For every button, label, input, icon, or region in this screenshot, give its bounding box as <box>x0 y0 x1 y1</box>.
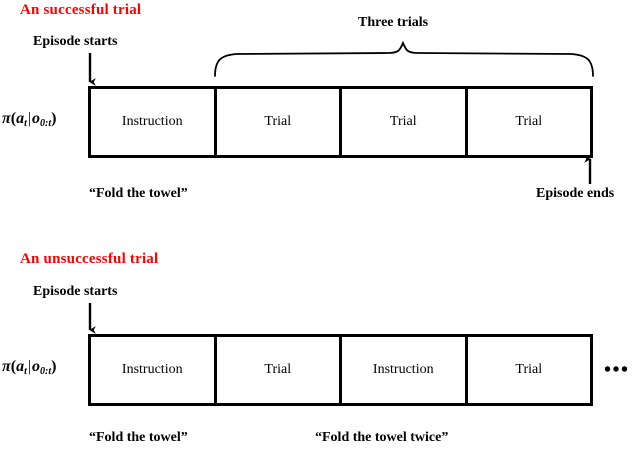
policy-obs-subscript: 0:t <box>40 117 52 129</box>
caption-unsuccessful-1: “Fold the towel” <box>89 430 188 445</box>
policy-action-subscript: t <box>24 365 27 377</box>
policy-pi: π <box>2 358 11 375</box>
caption-successful-1: “Fold the towel” <box>89 186 188 201</box>
caption-unsuccessful-2: “Fold the towel twice” <box>315 430 449 445</box>
timeline-strip-successful: Instruction Trial Trial Trial <box>88 86 593 158</box>
policy-bar: | <box>27 110 32 127</box>
policy-bar: | <box>27 358 32 375</box>
section-title-unsuccessful: An unsuccessful trial <box>20 251 159 267</box>
policy-close-paren: ) <box>51 110 57 127</box>
timeline-cell[interactable]: Instruction <box>91 89 217 155</box>
episode-starts-label-unsuccessful: Episode starts <box>33 284 118 299</box>
policy-action: a <box>16 110 25 127</box>
timeline-cell[interactable]: Trial <box>515 114 543 129</box>
timeline-cell[interactable]: Trial <box>515 362 543 377</box>
policy-notation-unsuccessful: π(at|o0:t) <box>2 358 56 377</box>
three-trials-label: Three trials <box>358 15 429 30</box>
timeline-cell[interactable]: Instruction <box>91 337 217 403</box>
policy-notation-successful: π(at|o0:t) <box>2 110 56 129</box>
episode-starts-label-successful: Episode starts <box>33 34 118 49</box>
policy-pi: π <box>2 110 11 127</box>
timeline-cell[interactable]: Trial <box>217 337 342 403</box>
section-title-successful: An successful trial <box>20 2 142 18</box>
timeline-strip-unsuccessful: Instruction Trial Instruction Trial <box>88 334 593 406</box>
policy-action-subscript: t <box>24 117 27 129</box>
policy-close-paren: ) <box>51 358 57 375</box>
continuation-ellipsis: ••• <box>604 359 630 381</box>
policy-open-paren: ( <box>10 110 17 127</box>
timeline-cell[interactable]: Trial <box>217 89 342 155</box>
policy-obs: o <box>32 358 41 375</box>
policy-action: a <box>16 358 25 375</box>
policy-open-paren: ( <box>10 358 17 375</box>
policy-obs: o <box>32 110 41 127</box>
timeline-cell[interactable]: Instruction <box>342 337 468 403</box>
episode-ends-label: Episode ends <box>536 186 615 201</box>
policy-obs-subscript: 0:t <box>40 365 52 377</box>
timeline-cell[interactable]: Trial <box>342 89 468 155</box>
three-trials-brace <box>214 40 594 77</box>
